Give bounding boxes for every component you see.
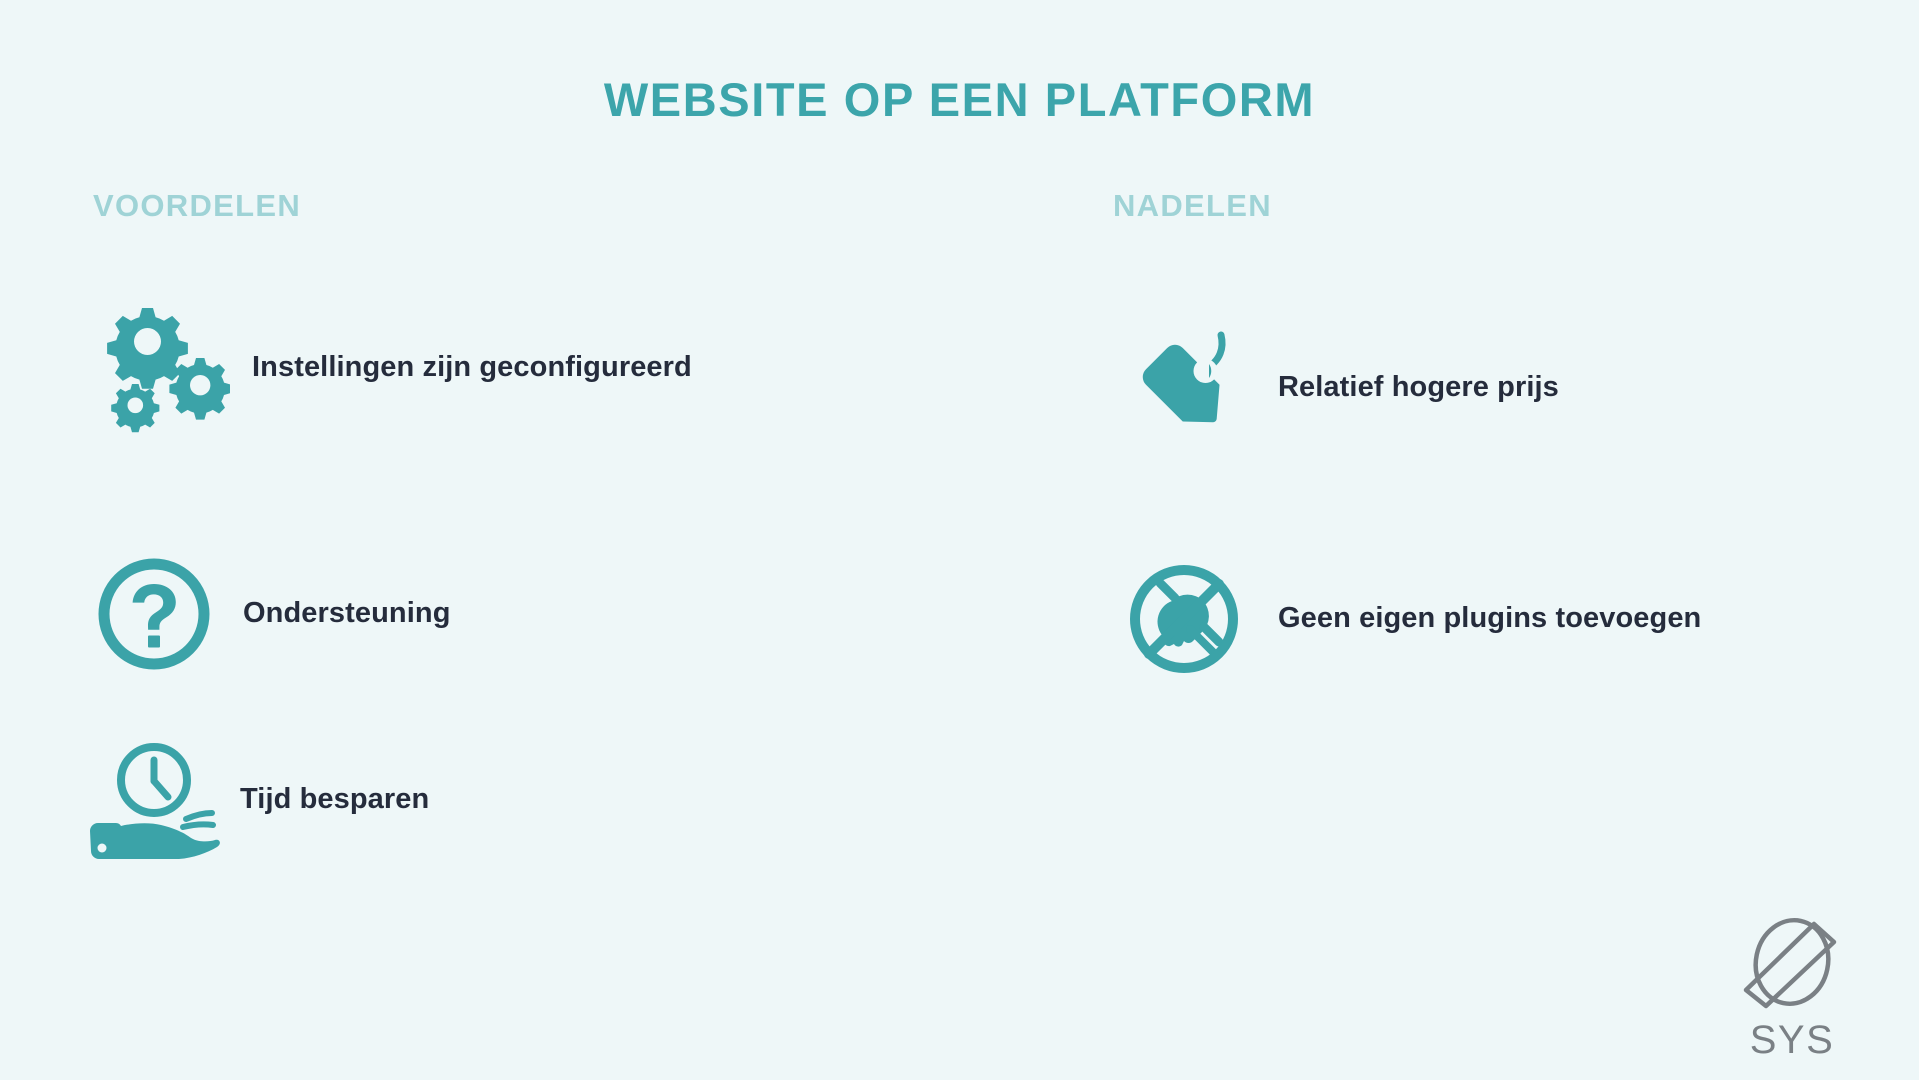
pros-item-settings-label: Instellingen zijn geconfigureerd: [252, 350, 692, 383]
pros-item-time-label: Tijd besparen: [240, 783, 430, 816]
brand-logo-text: SYS: [1749, 1018, 1835, 1062]
gears-icon: [95, 300, 230, 435]
cons-column-header: NADELEN: [1113, 188, 1272, 223]
price-tag-icon: [1125, 325, 1250, 450]
brand-logo: SYS: [1727, 912, 1857, 1060]
cons-item-plugins-label: Geen eigen plugins toevoegen: [1278, 602, 1702, 635]
hand-holding-clock-icon: [82, 735, 222, 865]
pros-column-header: VOORDELEN: [93, 188, 302, 223]
cons-column: NADELEN: [1113, 190, 1903, 221]
no-plugin-icon: [1120, 555, 1248, 683]
page-title: WEBSITE OP EEN PLATFORM: [603, 73, 1316, 126]
pros-column: VOORDELEN: [93, 190, 953, 221]
pros-item-settings: Instellingen zijn geconfigureerd: [95, 300, 692, 435]
pros-item-support-label: Ondersteuning: [243, 597, 451, 630]
sys-ellipse-slash-logo-icon: [1740, 912, 1844, 1016]
question-mark-circle-icon: [95, 555, 213, 673]
pros-item-time: Tijd besparen: [82, 735, 429, 865]
cons-item-price: Relatief hogere prijs: [1125, 325, 1559, 450]
cons-item-price-label: Relatief hogere prijs: [1278, 370, 1559, 403]
pros-item-support: Ondersteuning: [95, 555, 451, 673]
cons-item-plugins: Geen eigen plugins toevoegen: [1120, 555, 1701, 683]
